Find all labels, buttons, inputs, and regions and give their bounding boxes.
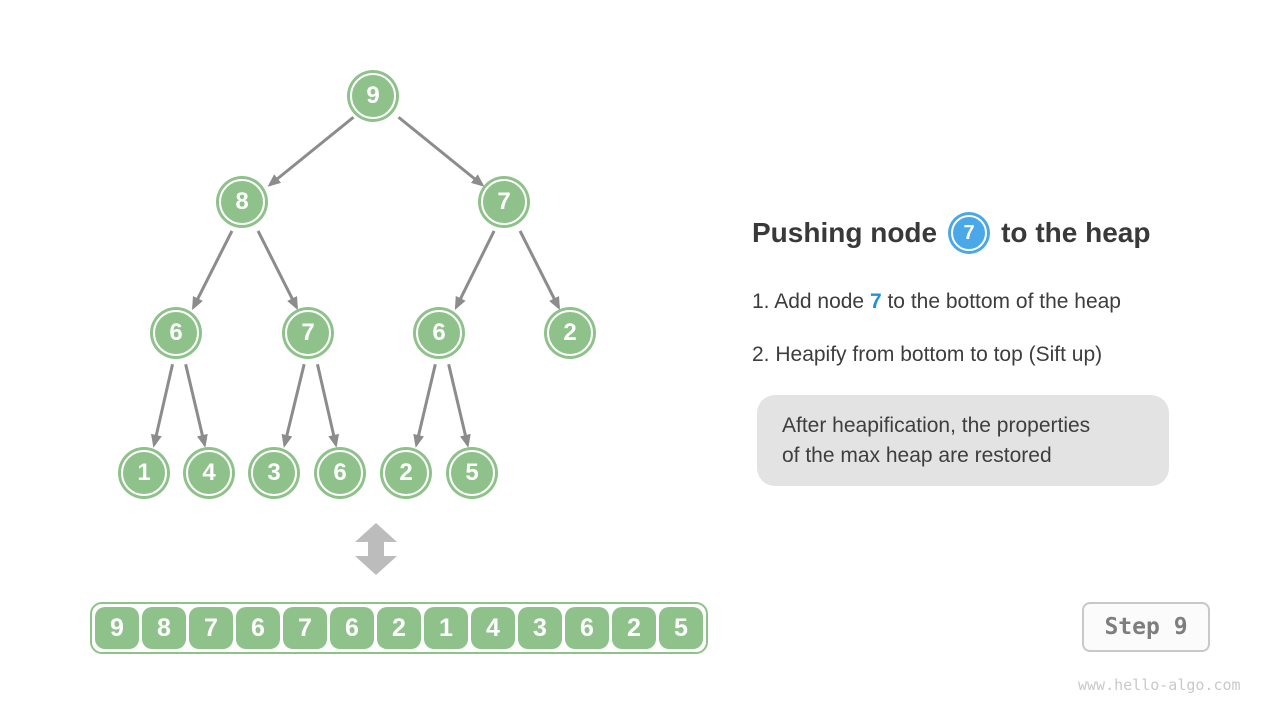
- tree-node-1: 1: [121, 450, 167, 496]
- array-cell: 4: [471, 607, 515, 649]
- tree-node-6: 6: [153, 310, 199, 356]
- watermark: www.hello-algo.com: [1078, 676, 1241, 694]
- tree-node-3: 3: [251, 450, 297, 496]
- tree-node-5: 5: [449, 450, 495, 496]
- tree-edge: [454, 230, 496, 311]
- array-cell: 5: [659, 607, 703, 649]
- tree-edge: [281, 363, 306, 448]
- array-cell: 6: [565, 607, 609, 649]
- tree-edge: [150, 363, 175, 448]
- array-cell: 2: [612, 607, 656, 649]
- tree-edge: [192, 230, 234, 311]
- array-cell: 8: [142, 607, 186, 649]
- instruction-list: 1. Add node 7 to the bottom of the heap 2…: [752, 290, 1121, 396]
- note-line-2: of the max heap are restored: [782, 444, 1052, 467]
- tree-node-7: 7: [481, 179, 527, 225]
- tree-array-swap-icon: [355, 523, 397, 575]
- instruction-text: 2. Heapify from bottom to top (Sift up): [752, 343, 1103, 366]
- note-box: After heapification, the properties of t…: [757, 395, 1169, 486]
- array-cell: 3: [518, 607, 562, 649]
- tree-edge: [397, 116, 485, 187]
- step-indicator[interactable]: Step 9: [1082, 602, 1210, 652]
- title-prefix: Pushing node: [752, 217, 938, 248]
- highlighted-node-badge: 7: [951, 215, 988, 251]
- tree-node-4: 4: [186, 450, 232, 496]
- tree-node-9: 9: [350, 73, 396, 119]
- array-cell: 1: [424, 607, 468, 649]
- array-cell: 9: [95, 607, 139, 649]
- tree-edge: [256, 230, 298, 311]
- instruction-highlight: 7: [869, 290, 882, 313]
- tree-edge: [518, 230, 560, 311]
- array-cell: 7: [283, 607, 327, 649]
- tree-node-8: 8: [219, 179, 265, 225]
- instruction-item: 2. Heapify from bottom to top (Sift up): [752, 343, 1121, 367]
- title-suffix: to the heap: [1001, 217, 1151, 248]
- tree-node-2: 2: [547, 310, 593, 356]
- tree-node-2: 2: [383, 450, 429, 496]
- highlighted-node-value: 7: [963, 221, 975, 244]
- tree-edge: [447, 363, 471, 448]
- tree-node-7: 7: [285, 310, 331, 356]
- tree-node-6: 6: [317, 450, 363, 496]
- instruction-item: 1. Add node 7 to the bottom of the heap: [752, 290, 1121, 314]
- tree-edge: [184, 363, 208, 448]
- note-line-1: After heapification, the properties: [782, 414, 1091, 437]
- array-cell: 2: [377, 607, 421, 649]
- instruction-text: 1. Add node: [752, 290, 870, 313]
- instruction-text: to the bottom of the heap: [881, 290, 1121, 313]
- array-cell: 6: [330, 607, 374, 649]
- tree-edge: [315, 363, 340, 448]
- page-title: Pushing node 7 to the heap: [752, 212, 1150, 254]
- tree-node-6: 6: [416, 310, 462, 356]
- array-cell: 7: [189, 607, 233, 649]
- array-cell: 6: [236, 607, 280, 649]
- tree-edge: [413, 363, 437, 448]
- tree-edge: [267, 116, 355, 187]
